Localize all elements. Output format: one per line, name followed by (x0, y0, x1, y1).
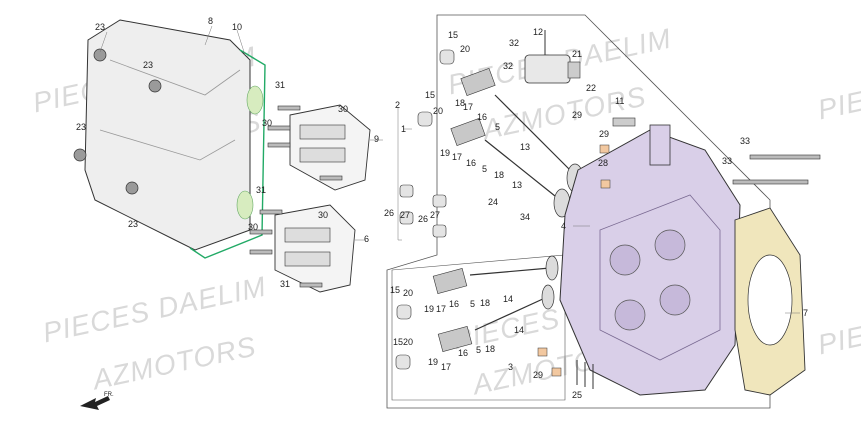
leader-lines (99, 25, 800, 314)
callout: 17 (441, 362, 451, 372)
callout: 26 (384, 208, 394, 218)
callout: 18 (480, 298, 490, 308)
callout: 31 (280, 279, 290, 289)
valve-springs (432, 68, 496, 352)
callout: 29 (599, 129, 609, 139)
callout: 9 (374, 134, 379, 144)
callout: 16 (458, 348, 468, 358)
callout: 13 (512, 180, 522, 190)
callout: 5 (495, 122, 500, 132)
callout: 28 (598, 158, 608, 168)
callout: 30 (248, 222, 258, 232)
callout: 18 (494, 170, 504, 180)
callout: 15 (393, 337, 403, 347)
studs (576, 360, 594, 389)
small-bushings (537, 144, 611, 377)
callout: 20 (433, 106, 443, 116)
callout: 31 (256, 185, 266, 195)
callout: 30 (318, 210, 328, 220)
callout: 14 (503, 294, 513, 304)
callout: 25 (572, 390, 582, 400)
rocker-holder-upper (289, 104, 371, 191)
callout: 10 (232, 22, 242, 32)
callout: 29 (572, 110, 582, 120)
callout: 8 (208, 16, 213, 26)
callout: 20 (403, 288, 413, 298)
callout: 7 (803, 308, 808, 318)
callout: 23 (95, 22, 105, 32)
callout: 20 (403, 337, 413, 347)
valve-stems (469, 94, 576, 331)
direction-arrow: FR. (80, 392, 114, 410)
callout: 26 (418, 214, 428, 224)
head-cover (73, 19, 266, 259)
callout: 33 (722, 156, 732, 166)
head-gasket (734, 207, 806, 396)
callout: 23 (143, 60, 153, 70)
callout: 32 (509, 38, 519, 48)
tensioner (524, 30, 581, 84)
callout: 5 (482, 164, 487, 174)
callout: 19 (424, 304, 434, 314)
callouts: 23 8 10 23 23 23 31 30 30 9 2 1 31 30 30… (76, 16, 808, 400)
callout: 32 (503, 61, 513, 71)
callout: 34 (520, 212, 530, 222)
callout: 19 (440, 148, 450, 158)
callout: 24 (488, 197, 498, 207)
callout: 27 (400, 210, 410, 220)
cylinder-head (559, 124, 741, 396)
callout: 31 (275, 80, 285, 90)
callout: 17 (436, 304, 446, 314)
callout: 20 (460, 44, 470, 54)
assembly-frame (386, 14, 771, 409)
callout: 23 (76, 122, 86, 132)
bolts (249, 105, 821, 288)
callout: 33 (740, 136, 750, 146)
callout: 12 (533, 27, 543, 37)
callout: 30 (338, 104, 348, 114)
callout: 13 (520, 142, 530, 152)
callout: 17 (452, 152, 462, 162)
callout: 15 (390, 285, 400, 295)
valve-frame (391, 254, 566, 401)
callout: 11 (615, 96, 624, 106)
callout: 2 (395, 100, 400, 110)
callout: 18 (485, 344, 495, 354)
callout: 16 (449, 299, 459, 309)
callout: 23 (128, 219, 138, 229)
dowels (395, 49, 455, 370)
callout: 6 (364, 234, 369, 244)
callout: 21 (572, 49, 582, 59)
callout: 30 (262, 118, 272, 128)
callout: 15 (425, 90, 435, 100)
plug (612, 117, 636, 127)
callout: 29 (533, 370, 543, 380)
callout: 19 (428, 357, 438, 367)
callout: 4 (561, 221, 566, 231)
callout: 5 (476, 345, 481, 355)
callout: 16 (477, 112, 487, 122)
callout: 22 (586, 83, 596, 93)
direction-label: FR. (104, 392, 114, 398)
callout: 3 (508, 362, 513, 372)
callout: 14 (514, 325, 524, 335)
rocker-holder-lower (274, 204, 356, 293)
callout: 16 (466, 158, 476, 168)
callout: 1 (401, 124, 406, 134)
callout: 17 (463, 102, 473, 112)
callout: 18 (455, 98, 465, 108)
callout: 27 (430, 210, 440, 220)
callout: 15 (448, 30, 458, 40)
callout: 5 (470, 299, 475, 309)
